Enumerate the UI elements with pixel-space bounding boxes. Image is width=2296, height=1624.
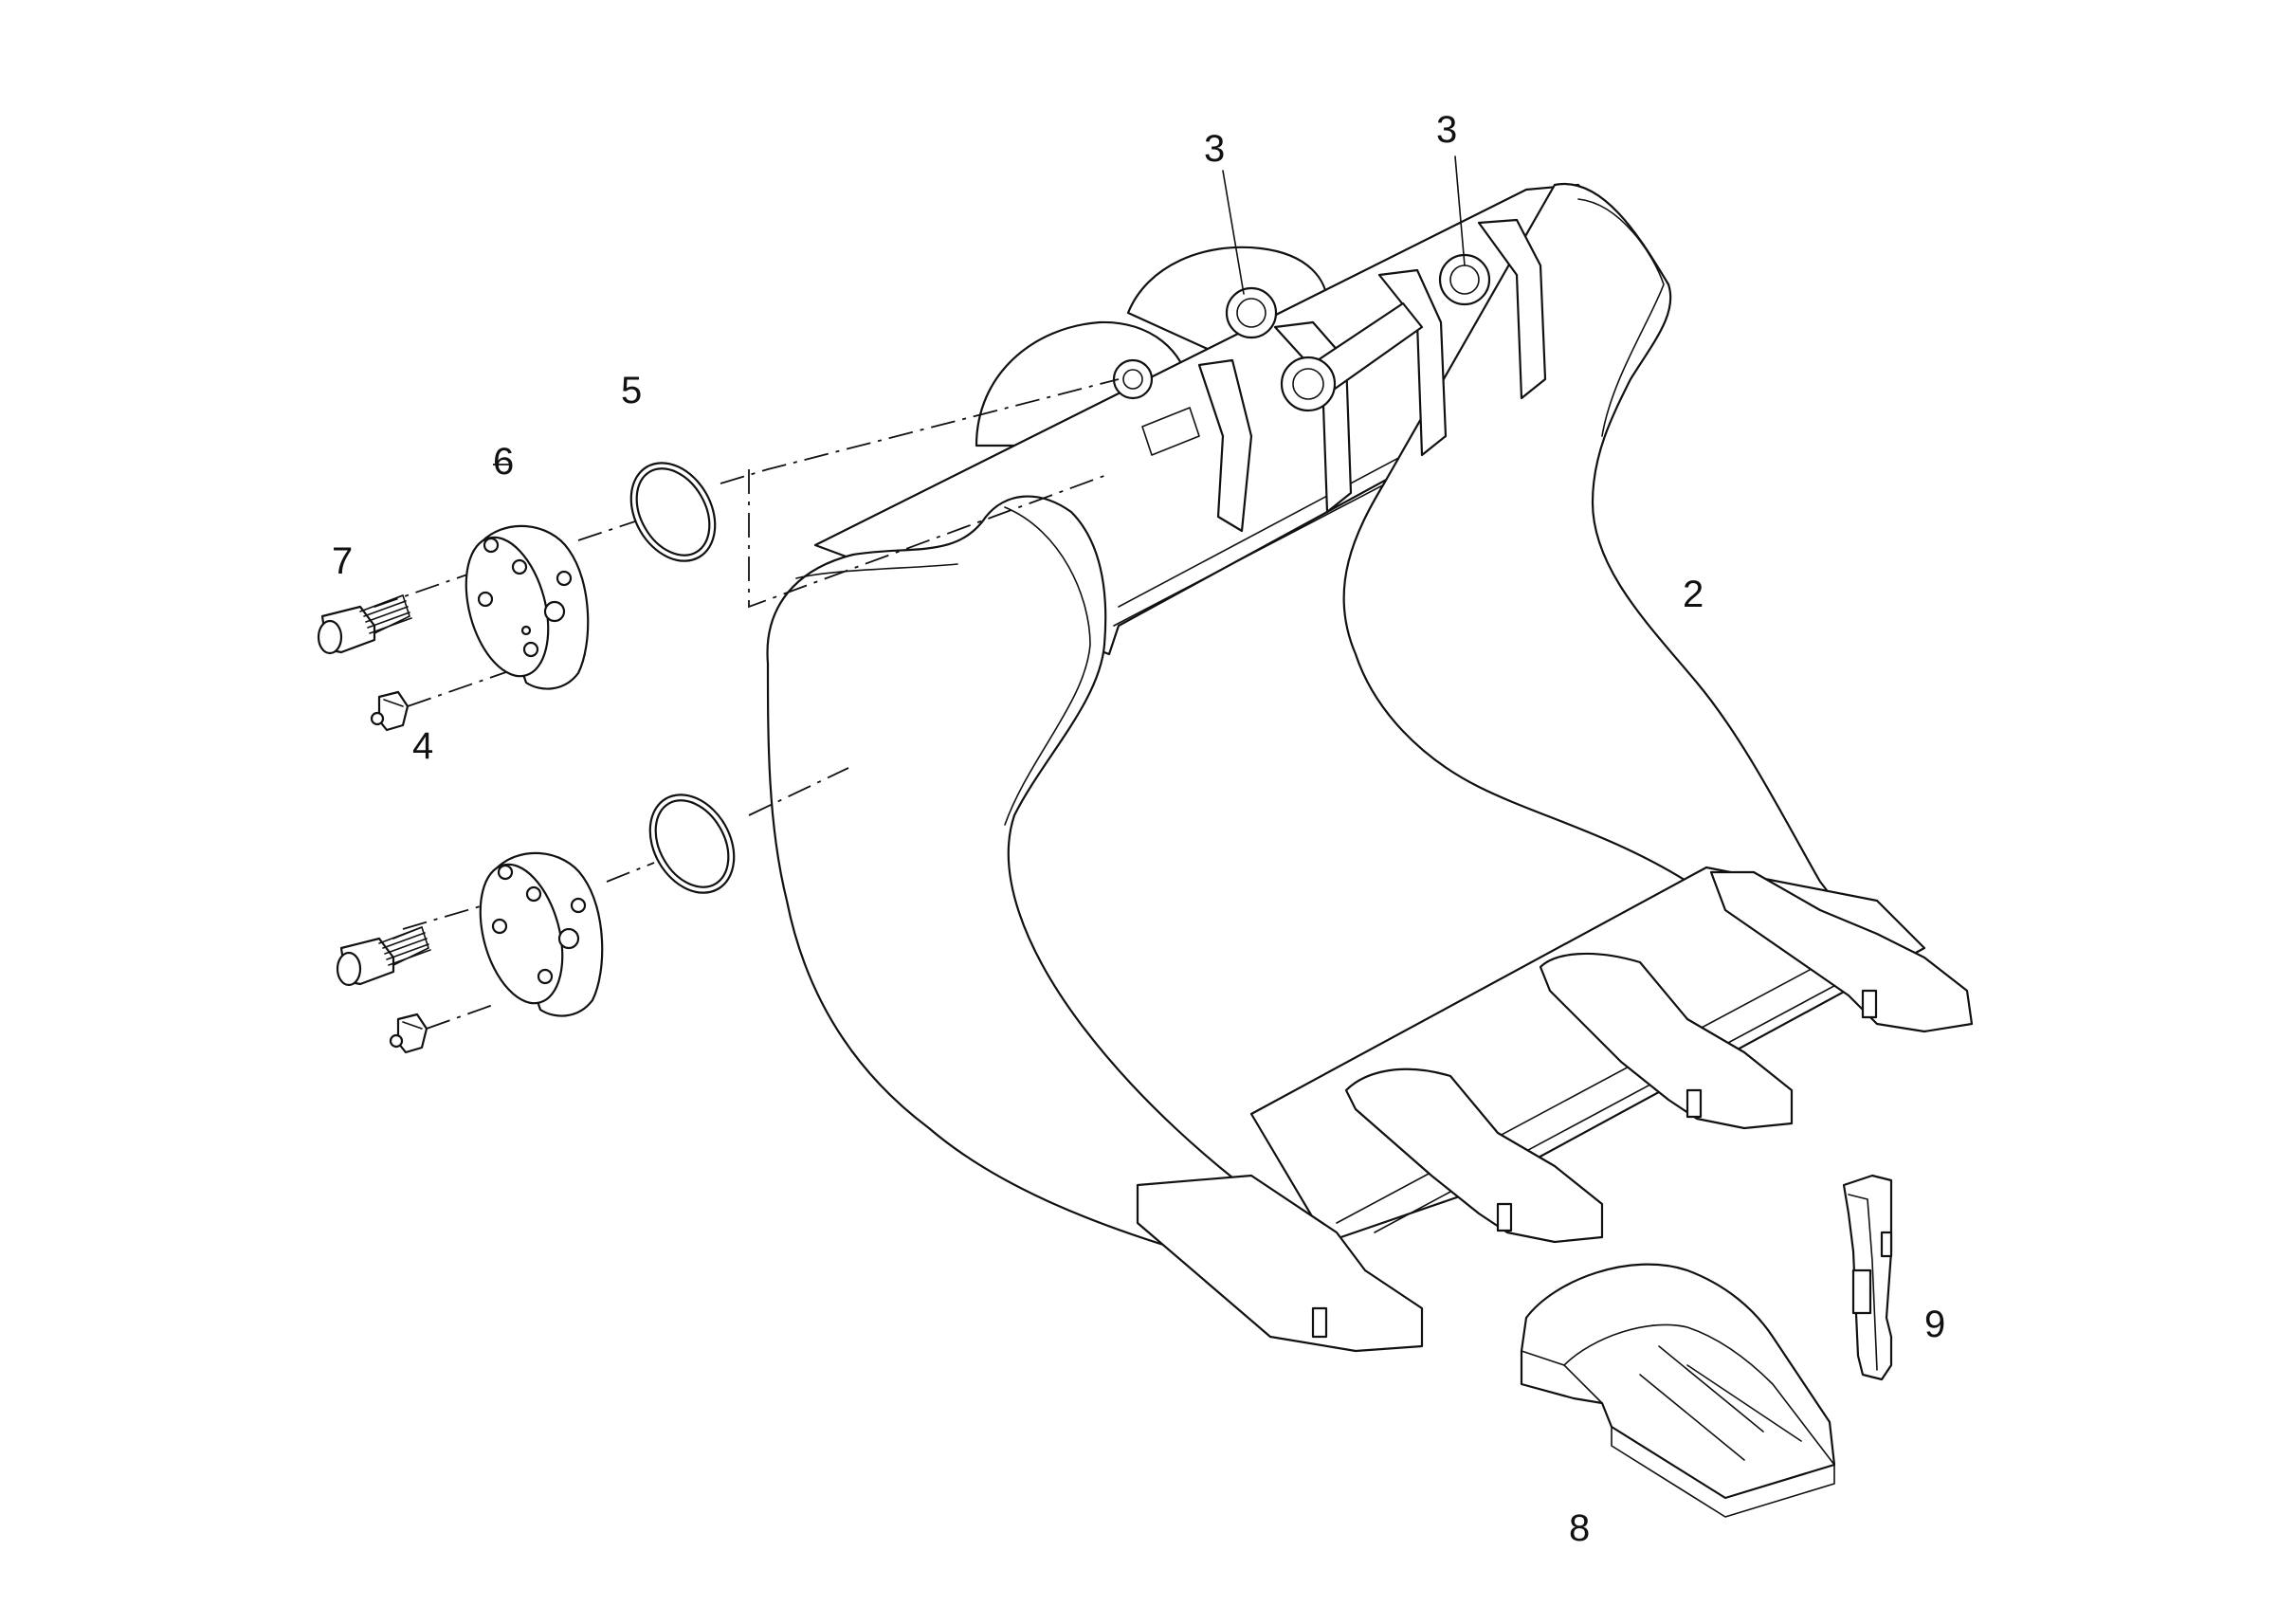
callout-4: 4 <box>412 725 433 767</box>
callout-7: 7 <box>332 540 353 582</box>
bolt-7 <box>317 594 412 655</box>
callout-6: 6 <box>493 441 514 483</box>
callout-8: 8 <box>1569 1507 1590 1549</box>
cover-plate-lower <box>479 851 604 1017</box>
callout-3-right: 3 <box>1436 109 1457 151</box>
tooth-3 <box>1539 952 1794 1130</box>
bushing-rear <box>1112 358 1154 400</box>
leader-3-right <box>1454 155 1466 266</box>
cover-plate-6 <box>465 524 590 690</box>
grease-fitting-4 <box>370 690 410 732</box>
callout-3-left: 3 <box>1204 128 1225 170</box>
bushing-right <box>1438 253 1491 306</box>
lug-4 <box>1477 218 1547 400</box>
leader-3-left <box>1222 170 1245 295</box>
bucket-body: 2 3 3 <box>766 109 1974 1353</box>
bolt-lower <box>336 926 431 987</box>
lug-1 <box>1197 358 1253 533</box>
exploded-parts-lower <box>336 767 849 1054</box>
callout-9: 9 <box>1924 1304 1945 1345</box>
callout-2: 2 <box>1683 574 1704 615</box>
side-plate-left <box>766 495 1333 1293</box>
tooth-1 <box>1136 1174 1424 1353</box>
bushing-front <box>1280 356 1337 412</box>
o-ring-lower <box>648 794 736 894</box>
tooth-2 <box>1344 1067 1604 1244</box>
tooth-8: 8 <box>1520 1263 1836 1549</box>
o-ring-5 <box>629 462 717 562</box>
grease-fitting-lower <box>389 1013 428 1054</box>
exploded-parts-upper: 7 4 6 5 <box>317 370 1120 767</box>
callout-5: 5 <box>621 370 642 411</box>
bushing-left <box>1225 286 1278 339</box>
retaining-pin-9: 9 <box>1842 1174 1945 1381</box>
tooth-4 <box>1709 870 1974 1033</box>
